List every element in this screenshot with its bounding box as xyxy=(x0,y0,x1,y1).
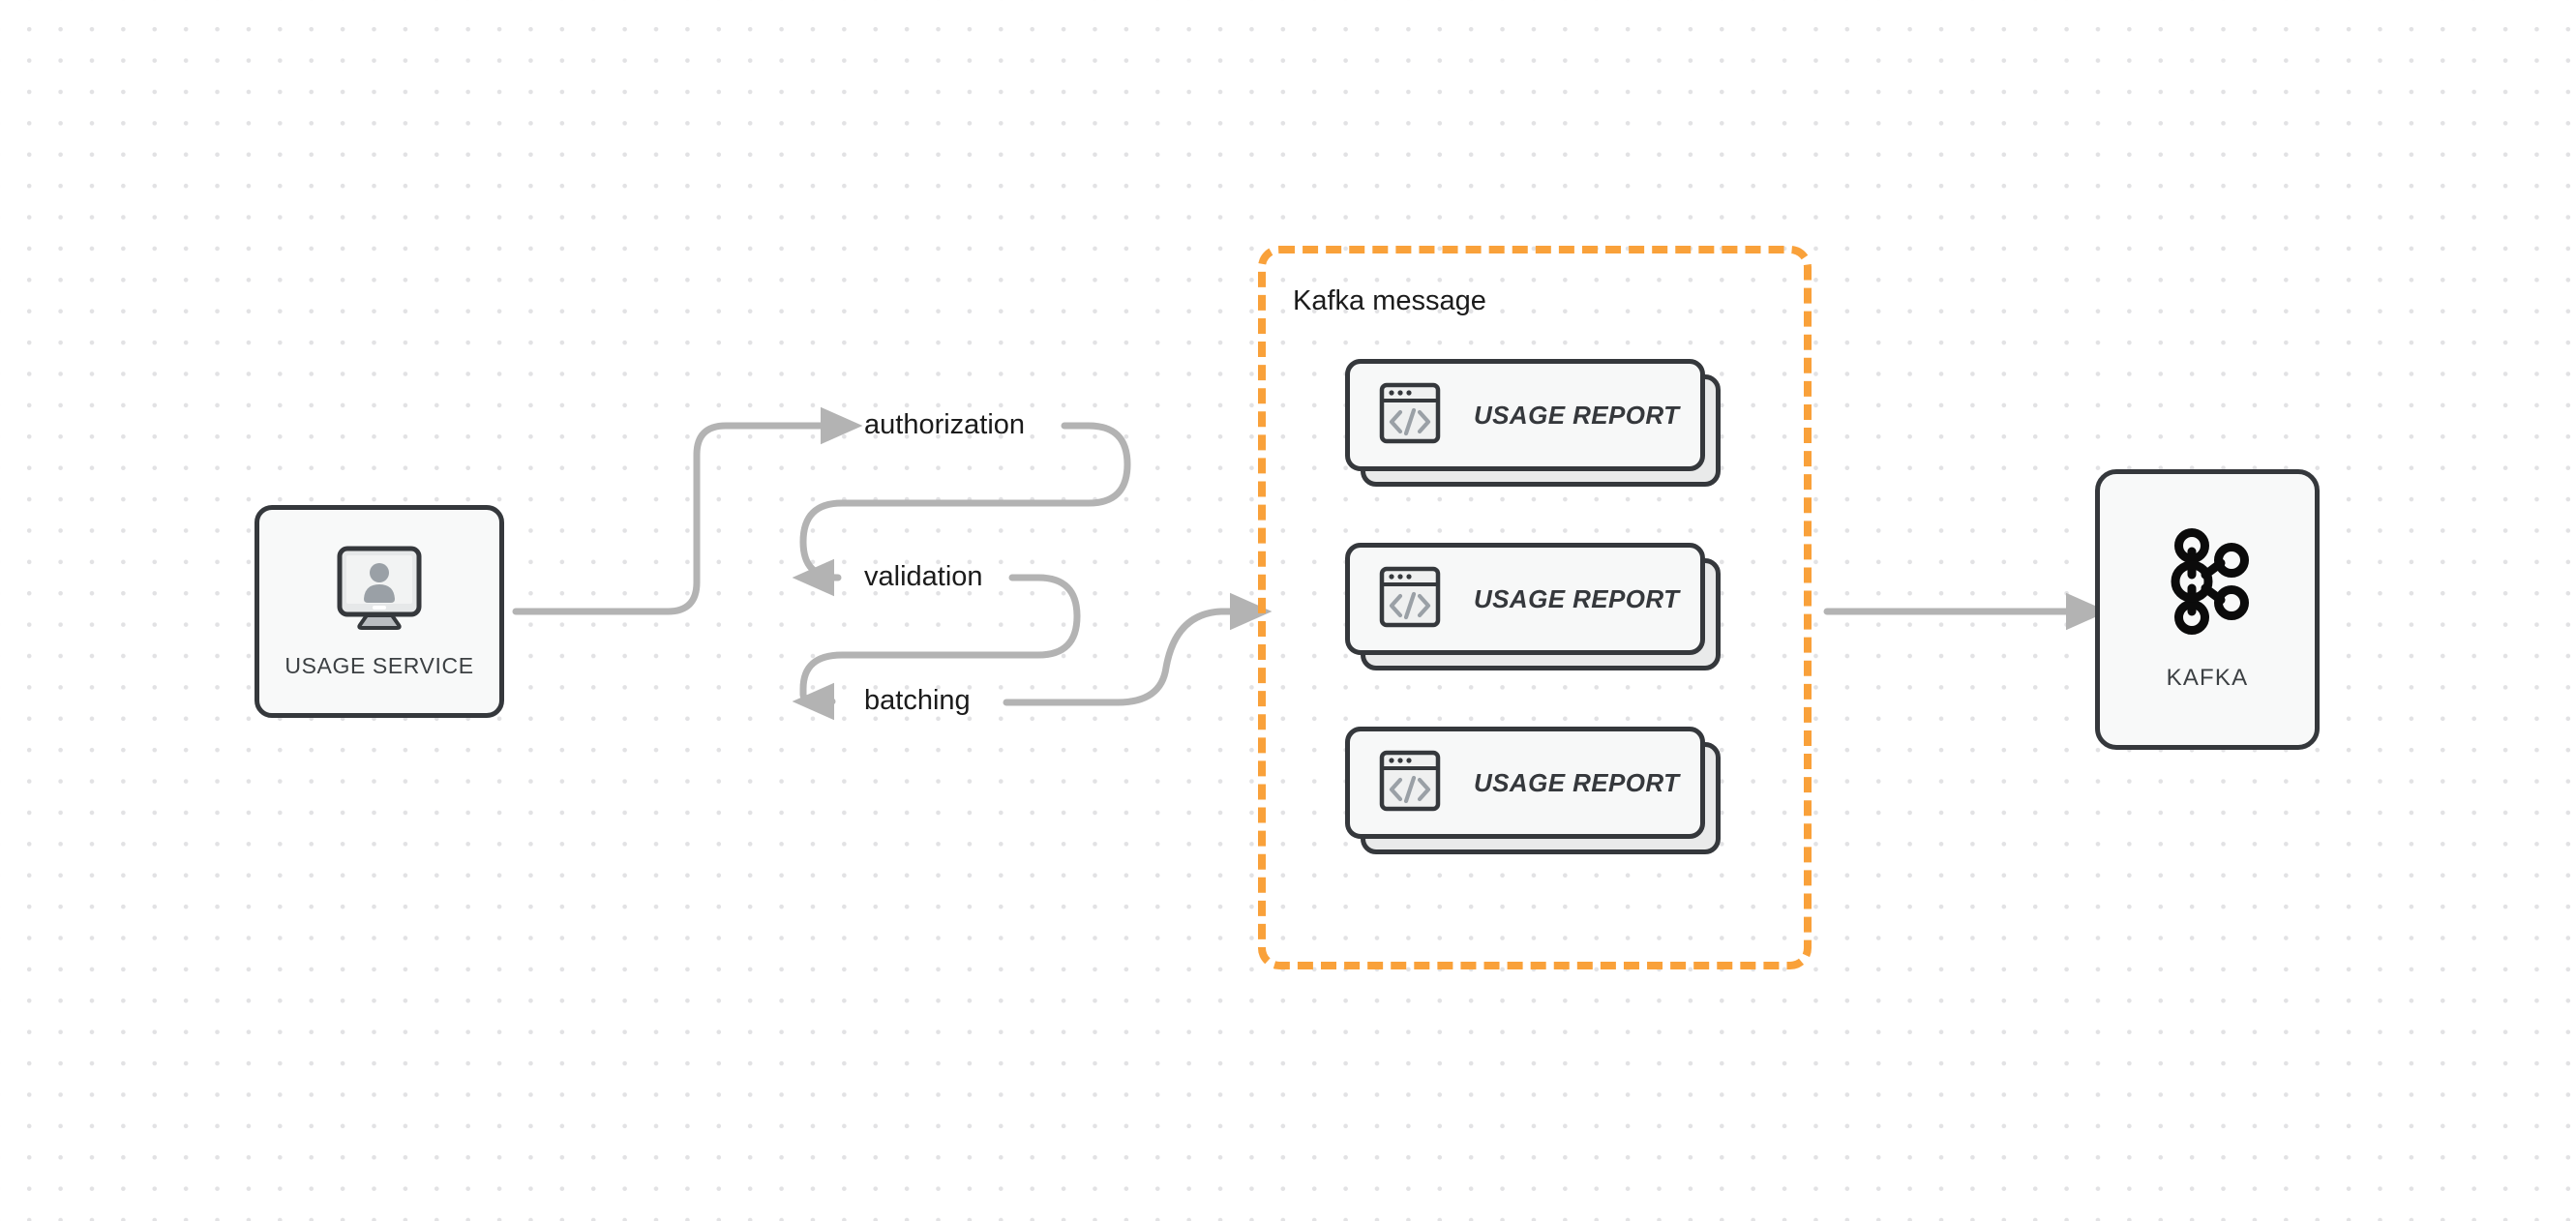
code-window-icon xyxy=(1379,382,1441,449)
monitor-user-icon xyxy=(333,544,426,638)
kafka-logo-icon xyxy=(2157,527,2258,640)
step-label-batching[interactable]: batching xyxy=(864,685,971,716)
code-window-icon xyxy=(1379,750,1441,817)
code-window-icon xyxy=(1379,566,1441,633)
usage-report-card-label: USAGE REPORT xyxy=(1474,400,1680,430)
usage-report-card-label: USAGE REPORT xyxy=(1474,583,1680,613)
usage-report-card-front[interactable]: USAGE REPORT xyxy=(1345,543,1705,655)
node-kafka-label: KAFKA xyxy=(2166,664,2249,691)
step-label-validation[interactable]: validation xyxy=(864,561,983,592)
node-usage-service[interactable]: USAGE SERVICE xyxy=(255,505,504,718)
usage-report-card-label: USAGE REPORT xyxy=(1474,767,1680,797)
step-label-authorization[interactable]: authorization xyxy=(864,409,1026,440)
group-kafka-message-title: Kafka message xyxy=(1293,285,1486,316)
group-kafka-message[interactable] xyxy=(1258,246,1812,969)
usage-report-card-front[interactable]: USAGE REPORT xyxy=(1345,727,1705,839)
node-usage-service-label: USAGE SERVICE xyxy=(285,653,474,678)
usage-report-card[interactable]: USAGE REPORT xyxy=(1345,543,1721,670)
usage-report-card[interactable]: USAGE REPORT xyxy=(1345,359,1721,487)
usage-report-card-front[interactable]: USAGE REPORT xyxy=(1345,359,1705,471)
node-kafka[interactable]: KAFKA xyxy=(2095,469,2320,750)
usage-report-card[interactable]: USAGE REPORT xyxy=(1345,727,1721,854)
